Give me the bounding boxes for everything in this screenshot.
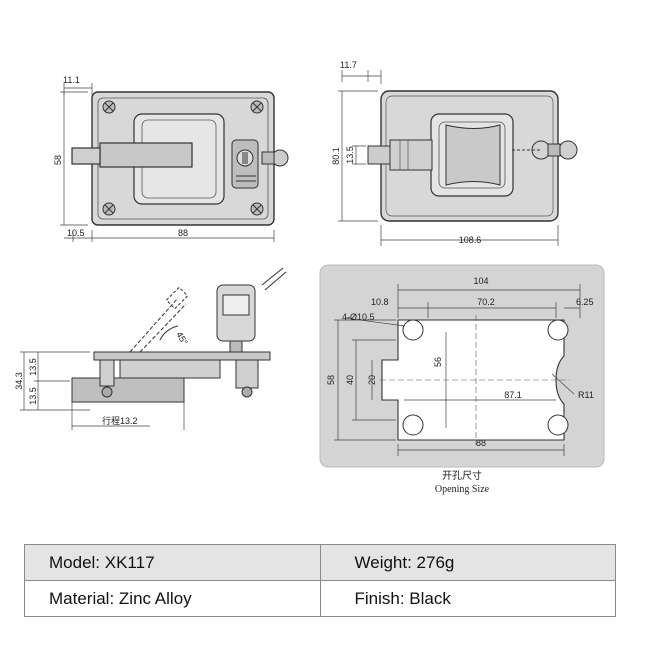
- hole-label: 4-Ø10.5: [342, 312, 375, 322]
- dim-left-offset: 10.8: [371, 297, 389, 307]
- dim-left-inner: 13.5: [345, 146, 355, 164]
- opening-view: 104 10.8 70.2 6.25 4-Ø10.5 58 40 20 56 8…: [319, 264, 605, 468]
- dim-upper: 13.5: [28, 358, 38, 376]
- dim-bottom-width: 88: [476, 438, 486, 448]
- spec-row: Model: XK117 Weight: 276g: [24, 544, 616, 581]
- dim-lower: 13.5: [28, 387, 38, 405]
- dim-notch: 20: [367, 375, 377, 385]
- dim-inner-height: 40: [345, 375, 355, 385]
- front-view: 11.1 58 10.5 88: [53, 75, 289, 242]
- dim-center-width: 87.1: [504, 390, 522, 400]
- dim-bottom-left: 10.5: [67, 228, 85, 238]
- side-view: 45° 34.3 13.5 13.5 行程13.2: [14, 267, 287, 430]
- dim-height: 34.3: [14, 372, 24, 390]
- spec-table: Model: XK117 Weight: 276g Material: Zinc…: [24, 544, 616, 617]
- dim-hole-spacing: 70.2: [477, 297, 495, 307]
- dim-bottom-right: 108.6: [459, 235, 482, 245]
- dim-top-right: 11.7: [340, 60, 357, 70]
- opening-caption-en: Opening Size: [435, 484, 490, 495]
- dim-top: 11.1: [63, 75, 80, 85]
- spec-model: Model: XK117: [24, 544, 321, 581]
- dim-left: 58: [53, 155, 63, 165]
- spec-row: Material: Zinc Alloy Finish: Black: [24, 580, 616, 617]
- dim-stroke: 行程13.2: [102, 415, 138, 426]
- dim-height-opening: 58: [326, 375, 336, 385]
- spec-weight: Weight: 276g: [319, 544, 616, 581]
- dim-bottom: 88: [178, 228, 188, 238]
- dim-left-outer: 80.1: [331, 147, 341, 165]
- dim-center-height: 56: [433, 357, 443, 367]
- spec-material: Material: Zinc Alloy: [24, 580, 321, 617]
- dim-right-offset: 6.25: [576, 297, 594, 307]
- opening-caption-cn: 开孔尺寸: [442, 469, 482, 482]
- radius-label: R11: [578, 390, 594, 400]
- back-view: 11.7 80.1 13.5 108.6: [331, 60, 578, 246]
- angle-label: 45°: [174, 330, 190, 347]
- dim-total-width: 104: [473, 276, 488, 286]
- spec-finish: Finish: Black: [319, 580, 616, 617]
